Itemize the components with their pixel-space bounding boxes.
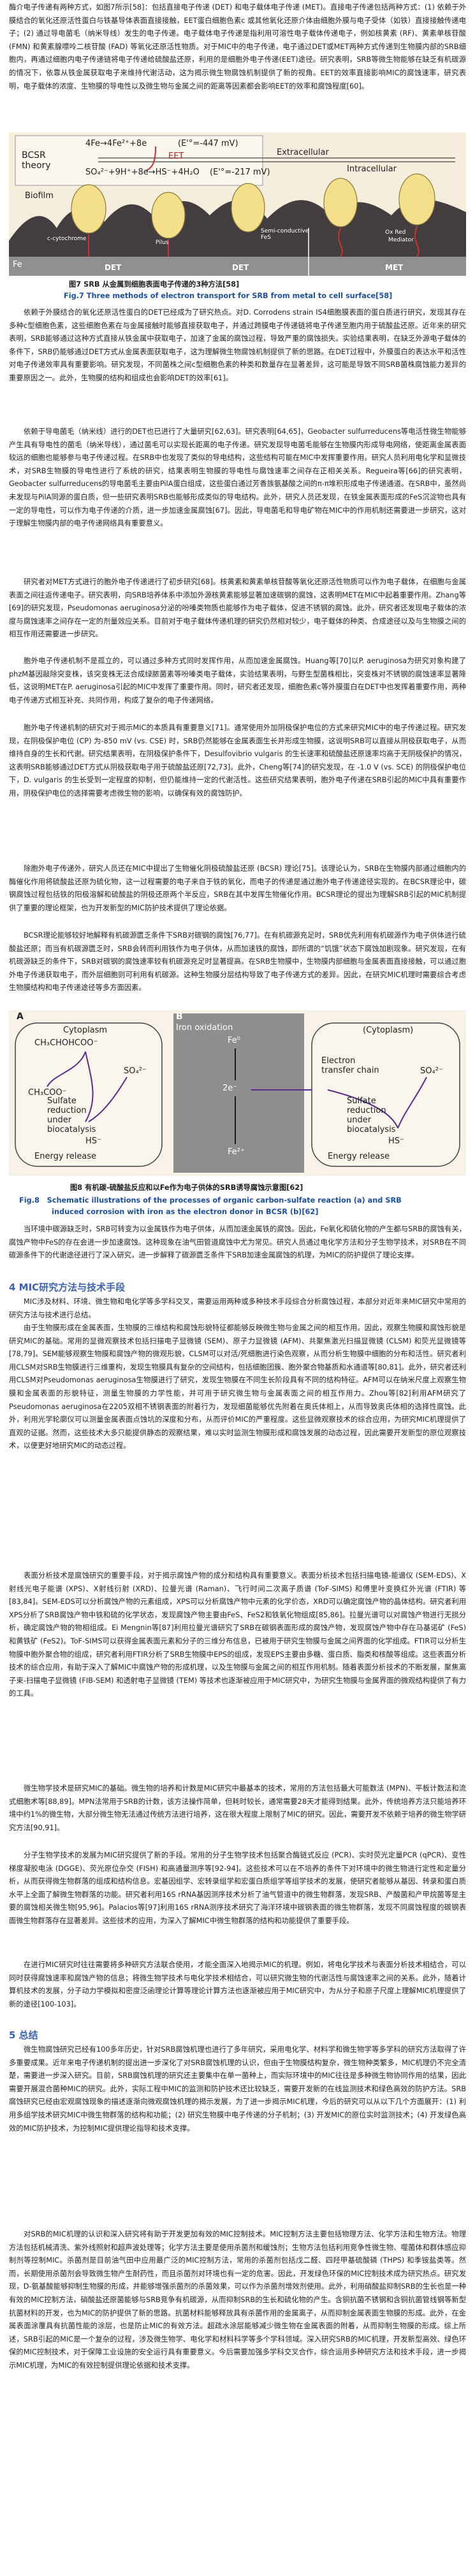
article-paragraph-p3: 依赖于导电菌毛（纳米线）进行的DET也已进行了大量研究[62,63]。研究表明[… (9, 427, 466, 528)
eet-label: EET (168, 152, 184, 161)
article-paragraph-p7: 除胞外电子传递外，研究人员还在MIC中提出了生物催化阴极硫酸盐还原 (BCSR)… (9, 864, 466, 912)
cytoplasm-c-label: (Cytoplasm) (363, 1026, 414, 1035)
panel-b-grey (173, 1013, 304, 1173)
figure-8-caption-en: Fig.8 Schematic illustrations of the pro… (19, 1196, 402, 1216)
hs-c-label: HS⁻ (388, 1136, 404, 1146)
article-paragraph-p6: 胞外电子传递机制的研究对于揭示MIC的本质具有重要意义[71]。通常使用外加阴极… (9, 724, 466, 798)
ox-red-label: Ox Red (385, 229, 406, 236)
equation-iron-oxidation: 4Fe→4Fe²⁺+8e (85, 139, 147, 148)
fe-label: Fe (13, 260, 22, 269)
extracellular-label: Extracellular (277, 148, 329, 157)
equation-2-potential: (E'°=-217 mV) (210, 168, 270, 177)
article-paragraph-p8: BCSR理论能够较好地解释有机碳源匮乏条件下SRB对碳钢的腐蚀[76,77]。在… (9, 931, 466, 992)
srb-cell-1 (71, 184, 106, 234)
fe2-label: Fe²⁺ (228, 1147, 245, 1157)
hs-a-label: HS⁻ (85, 1136, 101, 1146)
iron-plate (9, 257, 466, 276)
energy-release-c-label: Energy release (328, 1152, 390, 1161)
fe0-label: Fe⁰ (228, 1036, 240, 1045)
energy-release-a-label: Energy release (34, 1152, 97, 1161)
article-paragraph-p15: 在进行MIC研究时往往需要将多种研究方法联合使用，才能全面深入地揭示MIC的机理… (9, 1961, 466, 2008)
arrow-so4-reduction (88, 1077, 128, 1122)
intracellular-label: Intracellular (347, 164, 397, 174)
srb-cell-4 (323, 178, 358, 227)
section-heading-methods: 4 MIC研究方法与技术手段 (9, 1282, 126, 1293)
article-paragraph-p12: 表面分析技术是腐蚀研究的重要手段，对于揭示腐蚀产物的成分和结构具有重要意义。表面… (9, 1571, 466, 1698)
figure-8-caption-cn: 图8 有机碳-硫酸盐反应和以Fe作为电子供体的SRB诱导腐蚀示意图[62] (70, 1184, 303, 1192)
pilus-label: Pilus (156, 240, 169, 246)
panel-c-cell (311, 1022, 460, 1167)
det-label-1: DET (105, 263, 122, 272)
sulfate-a-label: SO₄²⁻ (124, 1066, 147, 1076)
panel-b-letter: B (176, 1012, 183, 1022)
article-paragraph-p9: 当环境中碳源缺乏时，SRB可转变为以金属铁作为电子供体，从而加速金属铁的腐蚀。因… (9, 1225, 466, 1260)
article-paragraph-p13: 微生物学技术是研究MIC的基础。微生物的培养和计数是MIC研究中最基本的技术，常… (9, 1784, 466, 1832)
article-paragraph-p16: 微生物腐蚀研究已经有100多年历史，针对SRB腐蚀机理也进行了多年研究，采用电化… (9, 2045, 466, 2133)
figure-8: A B Iron oxidation Cytoplasm CH₃CHOHCOO⁻… (9, 1010, 466, 1176)
panel-a-letter: A (17, 1012, 24, 1022)
biofilm-label: Biofilm (25, 191, 54, 201)
bcsr-box (15, 135, 263, 186)
article-paragraph-p1: 酶介电子传递有两种方式，如图7所示[58]：包括直接电子传递 (DET) 和电子… (9, 3, 466, 90)
srb-cell-3 (231, 183, 265, 233)
eet-arrow (145, 146, 156, 171)
article-paragraph-p11: 由于生物膜形成在金属表面，生物膜的三维结构和腐蚀形貌特征都能够反映微生物与金属之… (9, 1324, 466, 1450)
iron-oxidation-label: Iron oxidation (176, 1023, 233, 1033)
arrow-met (338, 227, 343, 257)
met-label: MET (385, 263, 404, 272)
electron-transfer-chain-label: Electron transfer chain (321, 1056, 379, 1075)
article-paragraph-p14: 分子生物学技术的发展为MIC研究提供了新的手段。常用的分子生物学技术包括聚合酶链… (9, 1851, 466, 1925)
equation-1-potential: (E'°=-447 mV) (178, 139, 238, 148)
sulfate-reduction-c-label: Sulfate reduction under biocatalysis (347, 1096, 396, 1134)
equation-sulfate-reduction: SO₄²⁻+9H⁺+8e→HS⁻+4H₂O (85, 168, 200, 177)
article-paragraph-p4: 研究者对MET方式进行的胞外电子传递进行了初步研究[68]。核黄素和黄素单核苷酸… (9, 578, 466, 639)
figure-8-diagram (9, 1010, 466, 1176)
srb-cell-2 (151, 192, 186, 239)
article-paragraph-p2: 依赖于外膜结合的氧化还原活性蛋白的DET已经成为了研究热点。对D. Corrod… (9, 308, 466, 382)
arrow-so4c-reduction (397, 1077, 427, 1129)
figure-7-caption-en: Fig.7 Three methods of electron transpor… (64, 292, 393, 300)
arrow-lactate-acetate (47, 1051, 86, 1087)
acetate-label: CH₃COO⁻ (28, 1088, 67, 1098)
arrow-etc-sulfate (327, 1089, 398, 1129)
article-paragraph-p10: MIC涉及材料、环境、微生物和电化学等多学科交叉，需要运用两种或多种技术手段综合… (9, 1298, 466, 1319)
figure-7-caption-cn: 图7 SRB 从金属到细胞表面电子传递的3种方法[58] (69, 280, 240, 289)
srb-cell-5 (398, 173, 435, 225)
bcsr-theory-label: BCSR theory (22, 150, 51, 171)
det-label-2: DET (232, 263, 249, 272)
arrow-lactate-sulfate (85, 1051, 94, 1122)
article-paragraph-p5: 胞外电子传递机制不是孤立的，可以通过多种方式同时发挥作用，从而加速金属腐蚀。Hu… (9, 657, 466, 705)
sulfate-c-label: SO₄²⁻ (420, 1066, 443, 1076)
figure-7-diagram (9, 132, 466, 276)
cytoplasm-a-label: Cytoplasm (63, 1026, 108, 1035)
arrow-mediator (414, 225, 420, 257)
c-cytochrome-label: c-cytochrome (47, 236, 87, 242)
article-paragraph-p17: 对SRB的MIC机理的认识和深入研究将有助于开发更加有效的MIC控制技术。MIC… (9, 2230, 466, 2370)
mediator-label: Mediator (388, 237, 414, 243)
lactate-label: CH₃CHOHCOO⁻ (34, 1038, 98, 1048)
sulfate-reduction-a-label: Sulfate reduction under biocatalysis (47, 1096, 96, 1134)
two-electron-label: 2e⁻ (223, 1084, 238, 1093)
figure-7: BCSR theory 4Fe→4Fe²⁺+8e (E'°=-447 mV) E… (9, 132, 466, 276)
semi-conductive-fes-label: Semi-conductive FeS (261, 228, 309, 241)
panel-a-cell (15, 1022, 163, 1167)
section-heading-summary: 5 总结 (9, 2029, 38, 2041)
